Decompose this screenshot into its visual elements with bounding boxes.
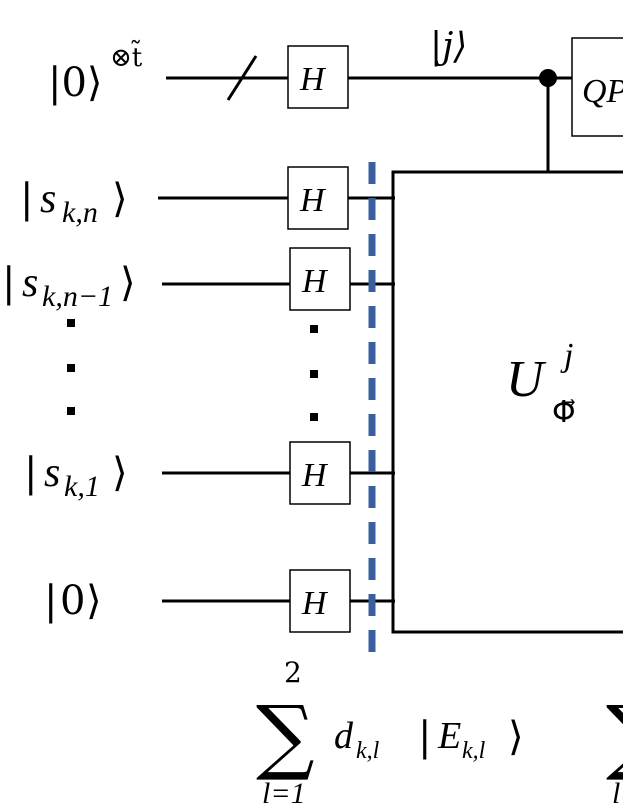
ket-close-angle: ⟩ bbox=[508, 714, 524, 760]
sum-lower-limit: l=1 bbox=[262, 777, 306, 806]
svg-text:⟩: ⟩ bbox=[112, 450, 128, 496]
top-register-superscript: ⊗t̃ bbox=[110, 39, 143, 73]
top-register-ket: |0⟩ bbox=[48, 60, 103, 106]
ket-open-bar: | bbox=[418, 714, 431, 760]
qpe-gate: QP bbox=[571, 37, 623, 137]
sum-expression: 2 ∑ l=1 d k,l | E k,l ⟩ bbox=[256, 656, 524, 806]
svg-text:|: | bbox=[20, 176, 33, 222]
vertical-ellipsis-left bbox=[67, 319, 75, 415]
hadamard-gate-top: H bbox=[287, 45, 349, 109]
hadamard-gate-4-label: H bbox=[301, 585, 329, 622]
register-label-main: 0 bbox=[60, 578, 85, 624]
sum-expression-partial-next: ∑ l bbox=[606, 689, 623, 806]
register-label-sub: k,n−1 bbox=[42, 280, 113, 313]
bus-slash bbox=[226, 55, 258, 101]
svg-text:|: | bbox=[24, 450, 37, 496]
register-label-main: s bbox=[44, 450, 60, 496]
unitary-label: U j Φ⃗ bbox=[506, 337, 576, 430]
hadamard-gate-top-label: H bbox=[299, 61, 327, 98]
svg-text:⟩: ⟩ bbox=[86, 578, 102, 624]
register-label-main: s bbox=[22, 260, 38, 306]
svg-text:⟩: ⟩ bbox=[120, 260, 136, 306]
top-register-label: |0⟩ ⊗t̃ bbox=[48, 39, 143, 106]
hadamard-gate-2-label: H bbox=[301, 263, 329, 300]
vertical-ellipsis-gates bbox=[310, 325, 318, 421]
register-label-s-k-1: | s k,1 ⟩ bbox=[24, 450, 128, 503]
register-label-s-k-n: | s k,n ⟩ bbox=[20, 176, 128, 229]
register-label-sub: k,n bbox=[62, 196, 98, 229]
unitary-box bbox=[391, 170, 623, 634]
register-label-sub: k,1 bbox=[64, 470, 100, 503]
sum-symbol-partial: ∑ bbox=[606, 689, 623, 784]
coefficient-subscript: k,l bbox=[356, 738, 380, 764]
hadamard-gate-3: H bbox=[289, 441, 351, 505]
top-wire-state-label: |j⟩ bbox=[430, 26, 467, 67]
register-label-ancilla: | 0 ⟩ bbox=[44, 578, 102, 624]
hadamard-gate-3-label: H bbox=[301, 457, 329, 494]
ket-energy-subscript: k,l bbox=[462, 738, 486, 764]
register-label-main: s bbox=[40, 176, 56, 222]
svg-text:⟩: ⟩ bbox=[112, 176, 128, 222]
hadamard-gate-4: H bbox=[289, 569, 351, 633]
sum-symbol: ∑ bbox=[256, 689, 315, 784]
sum-lower-limit-partial: l bbox=[612, 777, 620, 806]
svg-text:|: | bbox=[44, 578, 57, 624]
hadamard-gate-1: H bbox=[287, 166, 349, 230]
hadamard-gate-2: H bbox=[289, 247, 351, 311]
qpe-gate-label: QP bbox=[582, 73, 623, 110]
svg-text:|: | bbox=[2, 260, 15, 306]
register-label-s-k-n-minus-1: | s k,n−1 ⟩ bbox=[2, 260, 136, 313]
sum-upper-limit: 2 bbox=[284, 656, 302, 689]
ket-energy-e: E bbox=[437, 715, 461, 757]
unitary-superscript: j bbox=[560, 337, 573, 374]
coefficient-d: d bbox=[334, 715, 354, 757]
unitary-base: U bbox=[506, 351, 547, 408]
unitary-subscript: Φ⃗ bbox=[552, 395, 576, 430]
hadamard-gate-1-label: H bbox=[299, 182, 327, 219]
